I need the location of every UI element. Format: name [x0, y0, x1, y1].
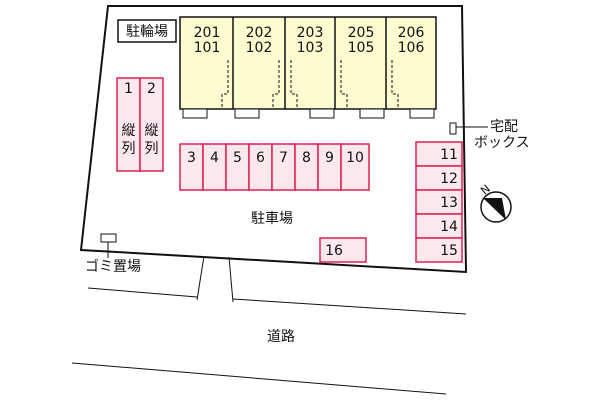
unit-step: [359, 108, 385, 119]
bicycle-parking-label: 駐輪場: [126, 23, 168, 40]
parking-spot-number: 13: [440, 195, 458, 211]
parking-spot-number: 10: [346, 150, 364, 166]
unit-top-number: 201: [194, 25, 221, 41]
north-arrow-icon: [483, 198, 506, 220]
garbage-area-label: ゴミ置場: [85, 258, 141, 275]
unit-top-number: 205: [348, 25, 375, 41]
parking-spot-16: [319, 237, 367, 263]
unit: 201 101: [182, 17, 234, 119]
unit: 206 106: [391, 25, 435, 119]
parking-spot-number: 6: [256, 150, 265, 166]
unit-bottom-number: 101: [194, 40, 221, 56]
parking-spot: [415, 165, 463, 191]
road-edge: [87, 287, 198, 298]
building: 201 101 202 102 203 103 205 105 206: [179, 16, 437, 119]
delivery-box-label: ボックス: [474, 135, 530, 151]
compass-icon: N: [478, 182, 512, 223]
parking-spot-number: 3: [187, 150, 196, 166]
unit-step: [234, 108, 260, 119]
parking-spot: [415, 141, 463, 167]
parking-spot-number: 4: [210, 150, 219, 166]
unit-top-number: 206: [398, 25, 425, 41]
parking-spot-number: 14: [440, 219, 458, 235]
parking-spot-2: [139, 77, 164, 172]
unit-stair-path: [391, 60, 399, 107]
unit-bottom-number: 103: [297, 40, 324, 56]
parking-spot-number: 9: [325, 150, 334, 166]
unit-top-number: 202: [246, 25, 273, 41]
tandem-spots: 1 縦 列 2 縦 列: [116, 77, 164, 172]
unit-bottom-number: 106: [398, 40, 425, 56]
parking-spot-number: 1: [124, 81, 133, 97]
unit-step: [182, 108, 208, 119]
parking-spot: [340, 143, 370, 191]
driveway-line-left: [196, 255, 205, 301]
row-spots: 3 4 5 6 7 8 9 10: [179, 143, 370, 191]
unit-bottom-number: 102: [246, 40, 273, 56]
parking-spot-number: 5: [233, 150, 242, 166]
unit: 202 102: [234, 17, 286, 119]
side-spots: 11 12 13 14 15: [415, 141, 463, 263]
parking-spot-note: 列: [145, 141, 159, 157]
unit-stair-path: [340, 60, 348, 107]
unit-stair-path: [272, 60, 280, 107]
delivery-box-icon: [449, 122, 457, 135]
garbage-box-icon: [100, 233, 117, 243]
unit-stair-path: [221, 60, 229, 107]
parking-spot-number: 8: [302, 150, 311, 166]
parking-spot-note: 縦: [122, 123, 136, 139]
parking-spot-number: 2: [147, 81, 156, 97]
parking-spot-number: 7: [279, 150, 288, 166]
parking-spot-number: 15: [440, 243, 458, 259]
road-edge: [232, 298, 467, 315]
unit: 205 105: [340, 17, 387, 119]
parking-spot: [415, 237, 463, 263]
parking-spot-number: 11: [440, 147, 458, 163]
parking-spot-note: 列: [122, 141, 136, 157]
unit: 203 103: [290, 17, 336, 119]
bicycle-parking-box: [117, 19, 177, 43]
parking-spot-number: 12: [440, 171, 458, 187]
unit-step: [409, 108, 435, 119]
parking-lot-label: 駐車場: [251, 210, 293, 227]
unit-top-number: 203: [297, 25, 324, 41]
parking-spot: [415, 213, 463, 239]
parking-spot-note: 縦: [145, 123, 159, 139]
parking-spot-number: 16: [325, 243, 343, 259]
delivery-box-label: 宅配: [490, 119, 518, 135]
unit-step: [309, 108, 335, 119]
road-edge: [71, 362, 447, 395]
unit-stair-path: [290, 60, 298, 107]
road-label: 道路: [267, 329, 295, 345]
driveway-line-right: [228, 256, 234, 303]
unit-bottom-number: 105: [348, 40, 375, 56]
